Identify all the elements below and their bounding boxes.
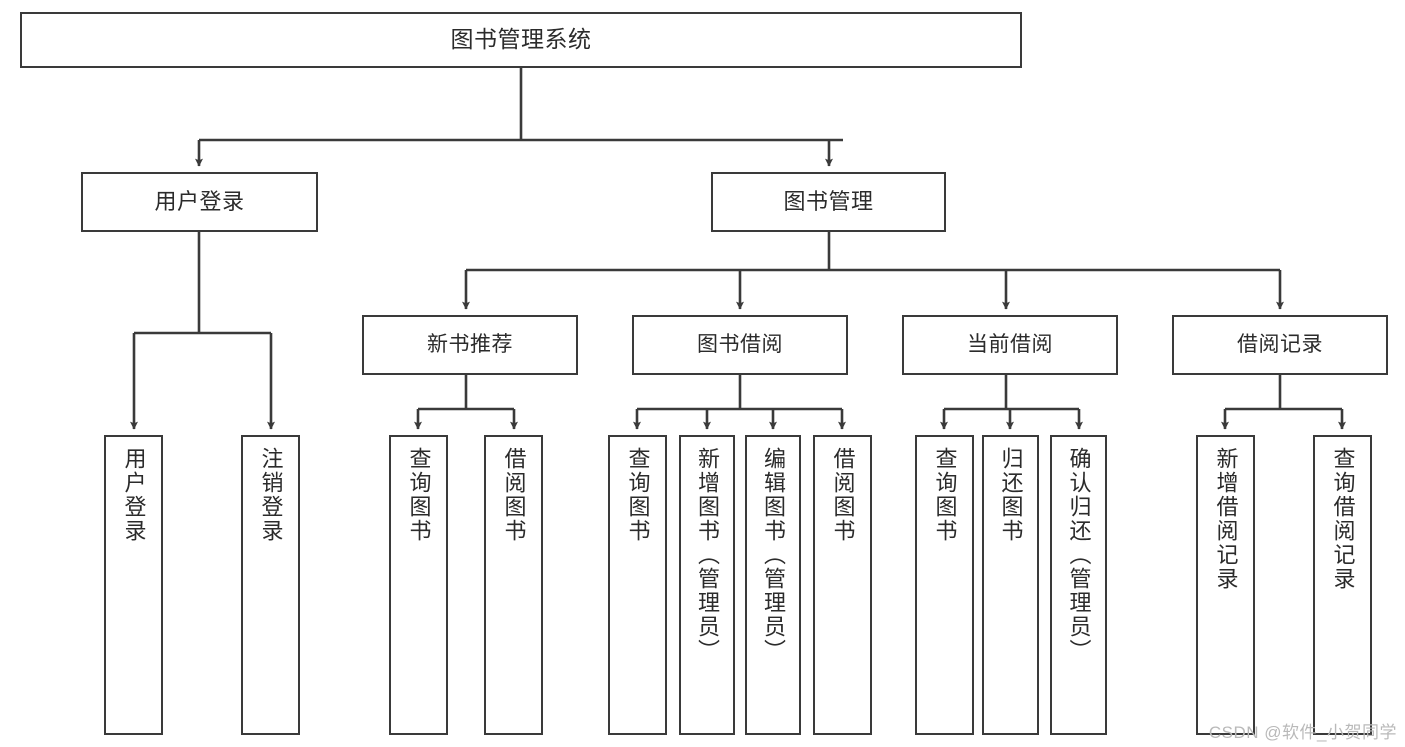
node-borrow-record[interactable]: 借阅记录 (1172, 315, 1388, 375)
node-root[interactable]: 图书管理系统 (20, 12, 1022, 68)
node-leaf-query-book-3[interactable]: 查询图书 (915, 435, 974, 735)
node-new-book-recommend[interactable]: 新书推荐 (362, 315, 578, 375)
node-leaf-add-book[interactable]: 新增图书（管理员） (679, 435, 735, 735)
node-leaf-logout-label: 注销登录 (258, 447, 284, 543)
node-leaf-add-record[interactable]: 新增借阅记录 (1196, 435, 1255, 735)
node-leaf-query-book-2[interactable]: 查询图书 (608, 435, 667, 735)
node-borrow-record-label: 借阅记录 (1237, 332, 1323, 356)
node-leaf-user-login-label: 用户登录 (121, 447, 147, 543)
node-user-login[interactable]: 用户登录 (81, 172, 318, 232)
node-leaf-borrow-book-2-label: 借阅图书 (830, 447, 856, 543)
node-current-borrow-label: 当前借阅 (967, 332, 1053, 356)
node-leaf-query-book-3-label: 查询图书 (932, 447, 958, 543)
node-root-label: 图书管理系统 (450, 26, 592, 53)
node-leaf-borrow-book-1[interactable]: 借阅图书 (484, 435, 543, 735)
node-current-borrow[interactable]: 当前借阅 (902, 315, 1118, 375)
node-leaf-borrow-book-2[interactable]: 借阅图书 (813, 435, 872, 735)
node-leaf-return-book[interactable]: 归还图书 (982, 435, 1039, 735)
node-leaf-confirm-return[interactable]: 确认归还（管理员） (1050, 435, 1107, 735)
node-leaf-borrow-book-1-label: 借阅图书 (501, 447, 527, 543)
node-leaf-query-book-1[interactable]: 查询图书 (389, 435, 448, 735)
node-book-borrow[interactable]: 图书借阅 (632, 315, 848, 375)
node-leaf-query-record[interactable]: 查询借阅记录 (1313, 435, 1372, 735)
node-user-login-label: 用户登录 (154, 189, 245, 215)
node-leaf-edit-book[interactable]: 编辑图书（管理员） (745, 435, 801, 735)
node-leaf-query-record-label: 查询借阅记录 (1330, 447, 1356, 591)
node-book-manage[interactable]: 图书管理 (711, 172, 946, 232)
node-new-book-recommend-label: 新书推荐 (427, 332, 513, 356)
node-leaf-query-book-1-label: 查询图书 (406, 447, 432, 543)
node-leaf-user-login[interactable]: 用户登录 (104, 435, 163, 735)
node-leaf-confirm-return-label: 确认归还（管理员） (1066, 447, 1092, 663)
node-book-manage-label: 图书管理 (783, 189, 874, 215)
node-leaf-logout[interactable]: 注销登录 (241, 435, 300, 735)
node-leaf-return-book-label: 归还图书 (998, 447, 1024, 543)
node-leaf-query-book-2-label: 查询图书 (625, 447, 651, 543)
node-book-borrow-label: 图书借阅 (697, 332, 783, 356)
node-leaf-add-record-label: 新增借阅记录 (1213, 447, 1239, 591)
node-leaf-edit-book-label: 编辑图书（管理员） (761, 447, 786, 663)
node-leaf-add-book-label: 新增图书（管理员） (695, 447, 720, 663)
